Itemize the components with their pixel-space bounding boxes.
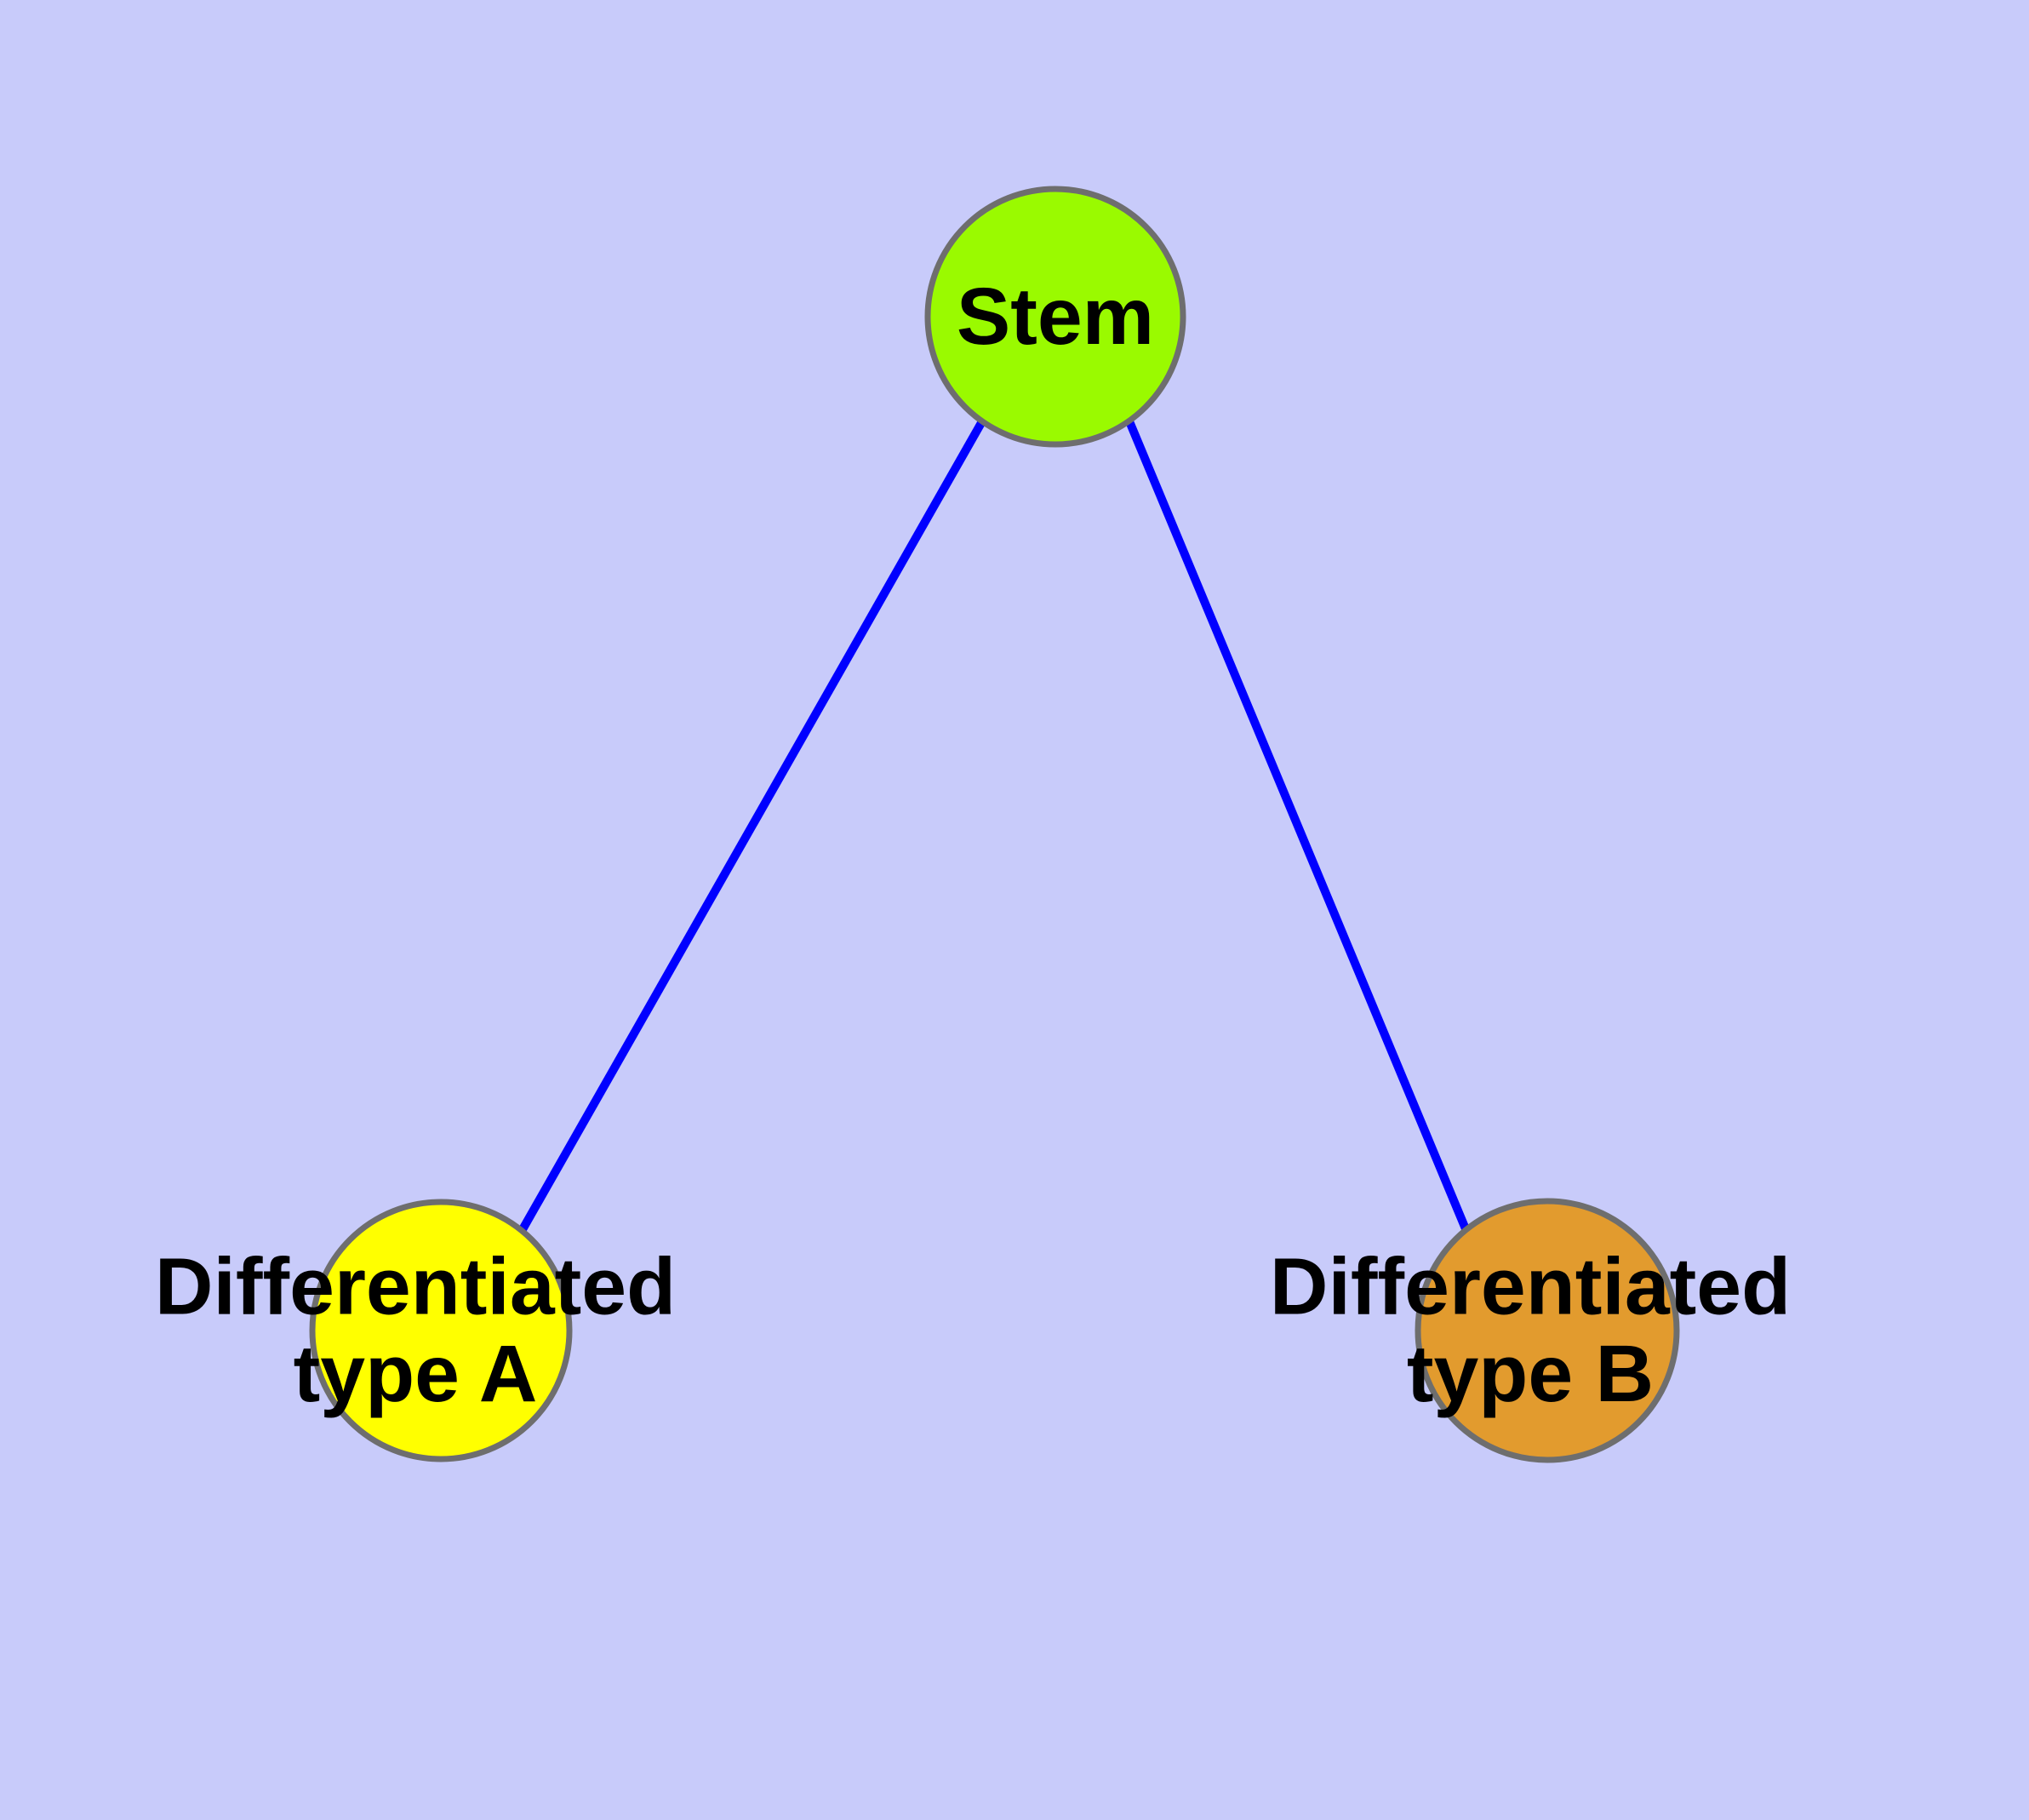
node-label-line: type A — [294, 1329, 538, 1419]
edges-group — [517, 419, 1471, 1233]
node-label-line: Differentiated — [1270, 1242, 1791, 1332]
edge-stem-to-differentiated-type-b[interactable] — [1125, 420, 1471, 1233]
node-stem-label: Stem — [957, 272, 1154, 362]
node-label-line: type B — [1407, 1329, 1654, 1419]
node-differentiated-type-b-circle[interactable] — [1415, 1198, 1680, 1463]
edge-stem-to-differentiated-type-a[interactable] — [517, 419, 986, 1233]
node-differentiated-type-a-circle[interactable] — [309, 1199, 573, 1462]
node-stem-circle[interactable] — [924, 186, 1186, 448]
node-label-line: Differentiated — [155, 1242, 676, 1332]
node-stem[interactable]: Stem — [924, 186, 1186, 448]
node-label-line: Stem — [957, 272, 1154, 362]
